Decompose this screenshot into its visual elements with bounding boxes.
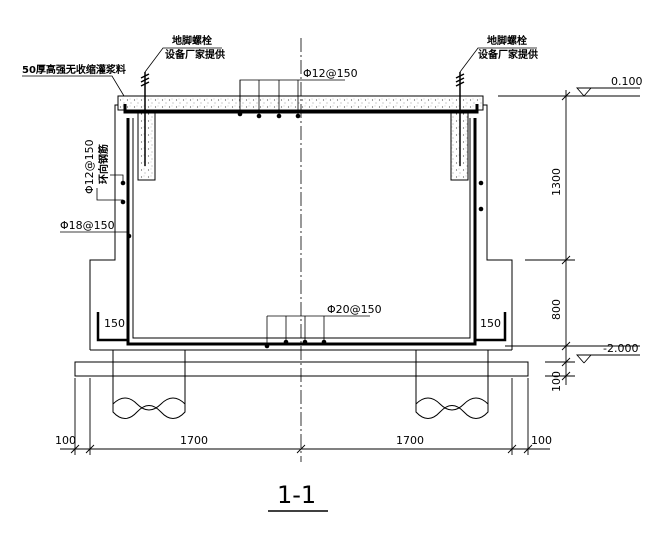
elevation-top: 0.100 <box>611 75 643 88</box>
anchor-bolt-right <box>455 72 465 166</box>
rebar-bottom-label: Φ20@150 <box>327 303 382 316</box>
dim-left-span: 1700 <box>180 434 208 447</box>
dim-left-edge: 100 <box>55 434 76 447</box>
dim-vertical-base: 100 <box>550 371 563 392</box>
dim-right-span: 1700 <box>396 434 424 447</box>
section-title: 1-1 <box>277 481 316 509</box>
anchor-bolt-right-provider: 设备厂家提供 <box>478 48 538 61</box>
pile-right <box>415 350 489 419</box>
rebar-left-upper-label: Φ12@150 <box>83 139 96 194</box>
hook-right-label: 150 <box>480 317 501 330</box>
grout-note: 50厚高强无收缩灌浆料 <box>22 63 126 76</box>
rebar-wall-label: Φ18@150 <box>60 219 115 232</box>
ring-rebar-label: 环向钢筋 <box>97 144 110 184</box>
rebar-dots <box>120 111 484 349</box>
dim-vertical-lower: 800 <box>550 299 563 320</box>
elevation-markers <box>498 87 640 377</box>
dimension-lines <box>60 90 571 455</box>
dim-right-edge: 100 <box>531 434 552 447</box>
leader-lines <box>22 47 537 346</box>
elevation-bottom: -2.000 <box>603 342 638 355</box>
bolt-pocket-left <box>137 109 156 181</box>
grout-layer <box>117 95 484 111</box>
anchor-bolt-right-label: 地脚螺栓 <box>487 34 527 47</box>
dim-vertical-upper: 1300 <box>550 168 563 196</box>
rebar-top-label: Φ12@150 <box>303 67 358 80</box>
base-cushion <box>74 361 529 377</box>
anchor-bolt-left <box>140 72 150 166</box>
hook-left-label: 150 <box>104 317 125 330</box>
anchor-bolt-left-label: 地脚螺栓 <box>172 34 212 47</box>
pile-left <box>112 350 186 419</box>
anchor-bolt-left-provider: 设备厂家提供 <box>165 48 225 61</box>
rebar-hooks <box>96 312 507 342</box>
